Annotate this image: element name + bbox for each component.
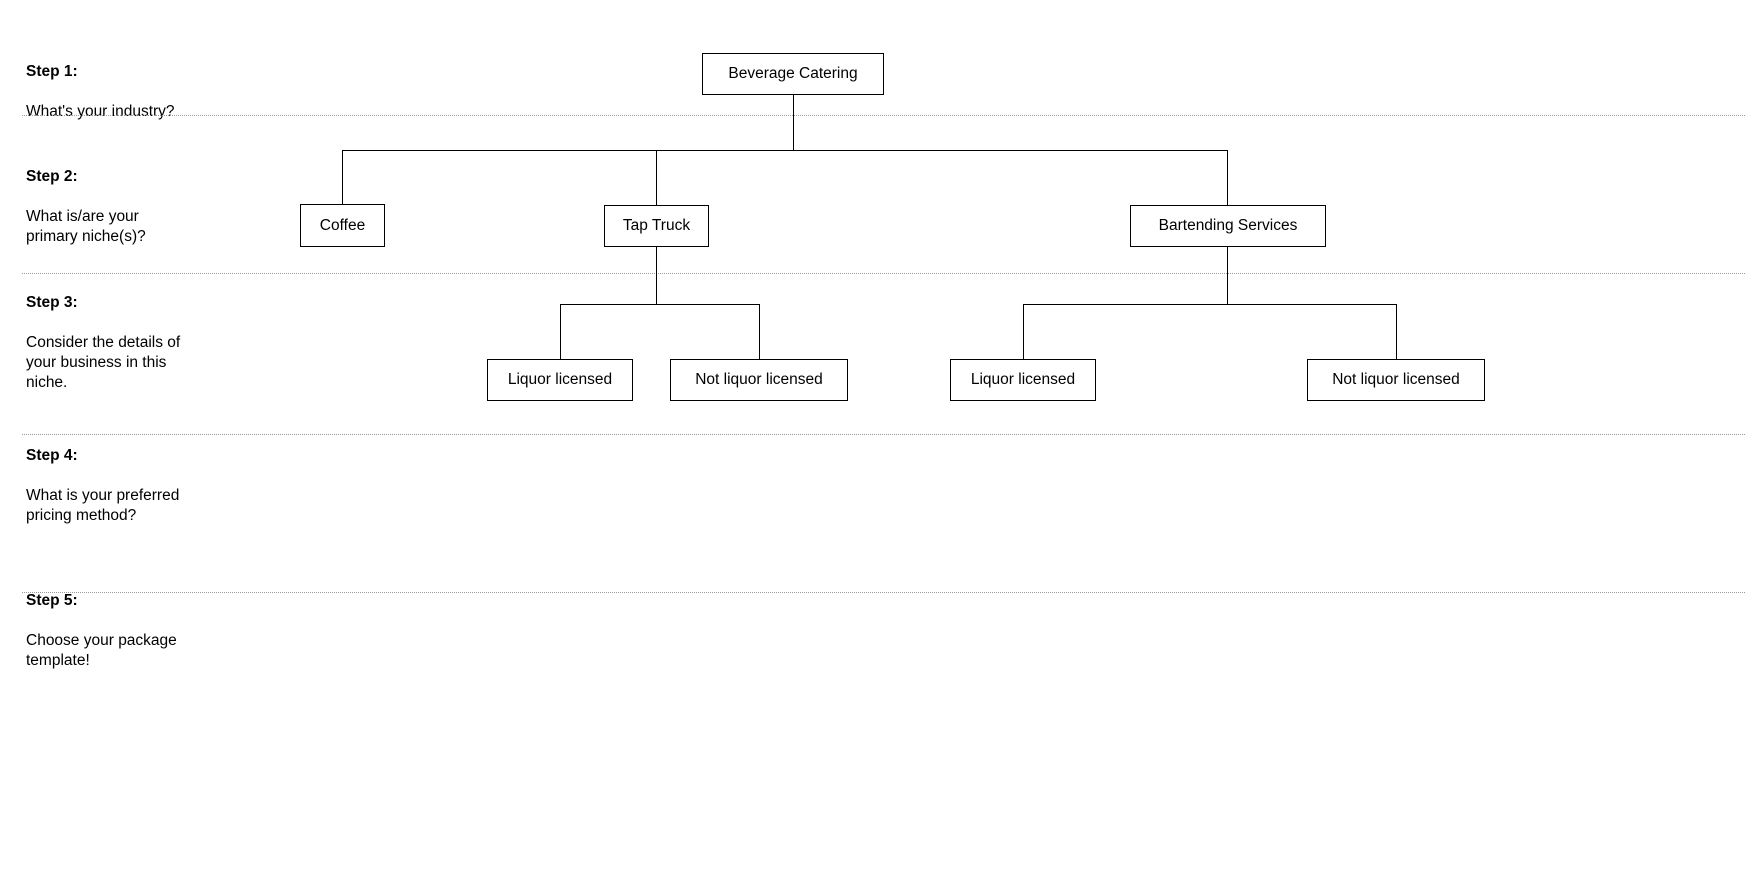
step-2-question: What is/are your primary niche(s)? (26, 208, 146, 245)
divider-step-3-4 (22, 434, 1745, 435)
connector-to-bar-not-liquor (1396, 304, 1397, 359)
node-bartending-services-label: Bartending Services (1158, 217, 1298, 234)
node-coffee[interactable]: Coffee (300, 204, 385, 247)
node-bartending-liquor-licensed[interactable]: Liquor licensed (950, 359, 1096, 401)
step-2-title: Step 2: (26, 168, 78, 185)
node-beverage-catering[interactable]: Beverage Catering (702, 53, 884, 95)
divider-step-2-3 (22, 273, 1745, 274)
connector-to-tap-truck (656, 150, 657, 205)
node-beverage-catering-label: Beverage Catering (728, 65, 858, 82)
connector-to-bartending (1227, 150, 1228, 205)
node-tap-truck[interactable]: Tap Truck (604, 205, 709, 247)
node-bartending-services[interactable]: Bartending Services (1130, 205, 1326, 247)
connector-to-coffee (342, 150, 343, 204)
node-bartending-liquor-licensed-label: Liquor licensed (970, 371, 1076, 388)
step-4-title: Step 4: (26, 447, 78, 464)
connector-bartending-bus (1023, 304, 1396, 305)
step-3-question: Consider the details of your business in… (26, 334, 181, 391)
step-2-label: Step 2: What is/are your primary niche(s… (26, 147, 256, 267)
divider-step-1-2 (22, 115, 1745, 116)
step-5-title: Step 5: (26, 592, 78, 609)
step-1-title: Step 1: (26, 63, 78, 80)
connector-tap-truck-bus (560, 304, 760, 305)
step-5-label: Step 5: Choose your package template! (26, 571, 256, 691)
node-coffee-label: Coffee (319, 216, 366, 234)
step-1-label: Step 1: What's your industry? (26, 42, 256, 142)
node-bartending-not-liquor-licensed[interactable]: Not liquor licensed (1307, 359, 1485, 401)
divider-step-4-5 (22, 592, 1745, 593)
connector-to-tap-liquor (560, 304, 561, 359)
step-4-label: Step 4: What is your preferred pricing m… (26, 426, 256, 546)
node-tap-truck-label: Tap Truck (622, 217, 691, 234)
node-tap-truck-liquor-licensed-label: Liquor licensed (507, 371, 613, 388)
connector-bartending-down (1227, 247, 1228, 304)
step-3-label: Step 3: Consider the details of your bus… (26, 273, 256, 413)
step-3-title: Step 3: (26, 294, 78, 311)
node-tap-truck-not-liquor-licensed-label: Not liquor licensed (695, 371, 823, 388)
node-tap-truck-not-liquor-licensed[interactable]: Not liquor licensed (670, 359, 848, 401)
connector-to-bar-liquor (1023, 304, 1024, 359)
connector-to-tap-not-liquor (759, 304, 760, 359)
step-5-question: Choose your package template! (26, 632, 177, 669)
node-tap-truck-liquor-licensed[interactable]: Liquor licensed (487, 359, 633, 401)
node-bartending-not-liquor-licensed-label: Not liquor licensed (1332, 371, 1460, 388)
connector-root-down (793, 95, 794, 150)
connector-tap-truck-down (656, 247, 657, 304)
step-4-question: What is your preferred pricing method? (26, 487, 180, 524)
step-1-question: What's your industry? (26, 103, 175, 120)
connector-step-2-bus (342, 150, 1227, 151)
